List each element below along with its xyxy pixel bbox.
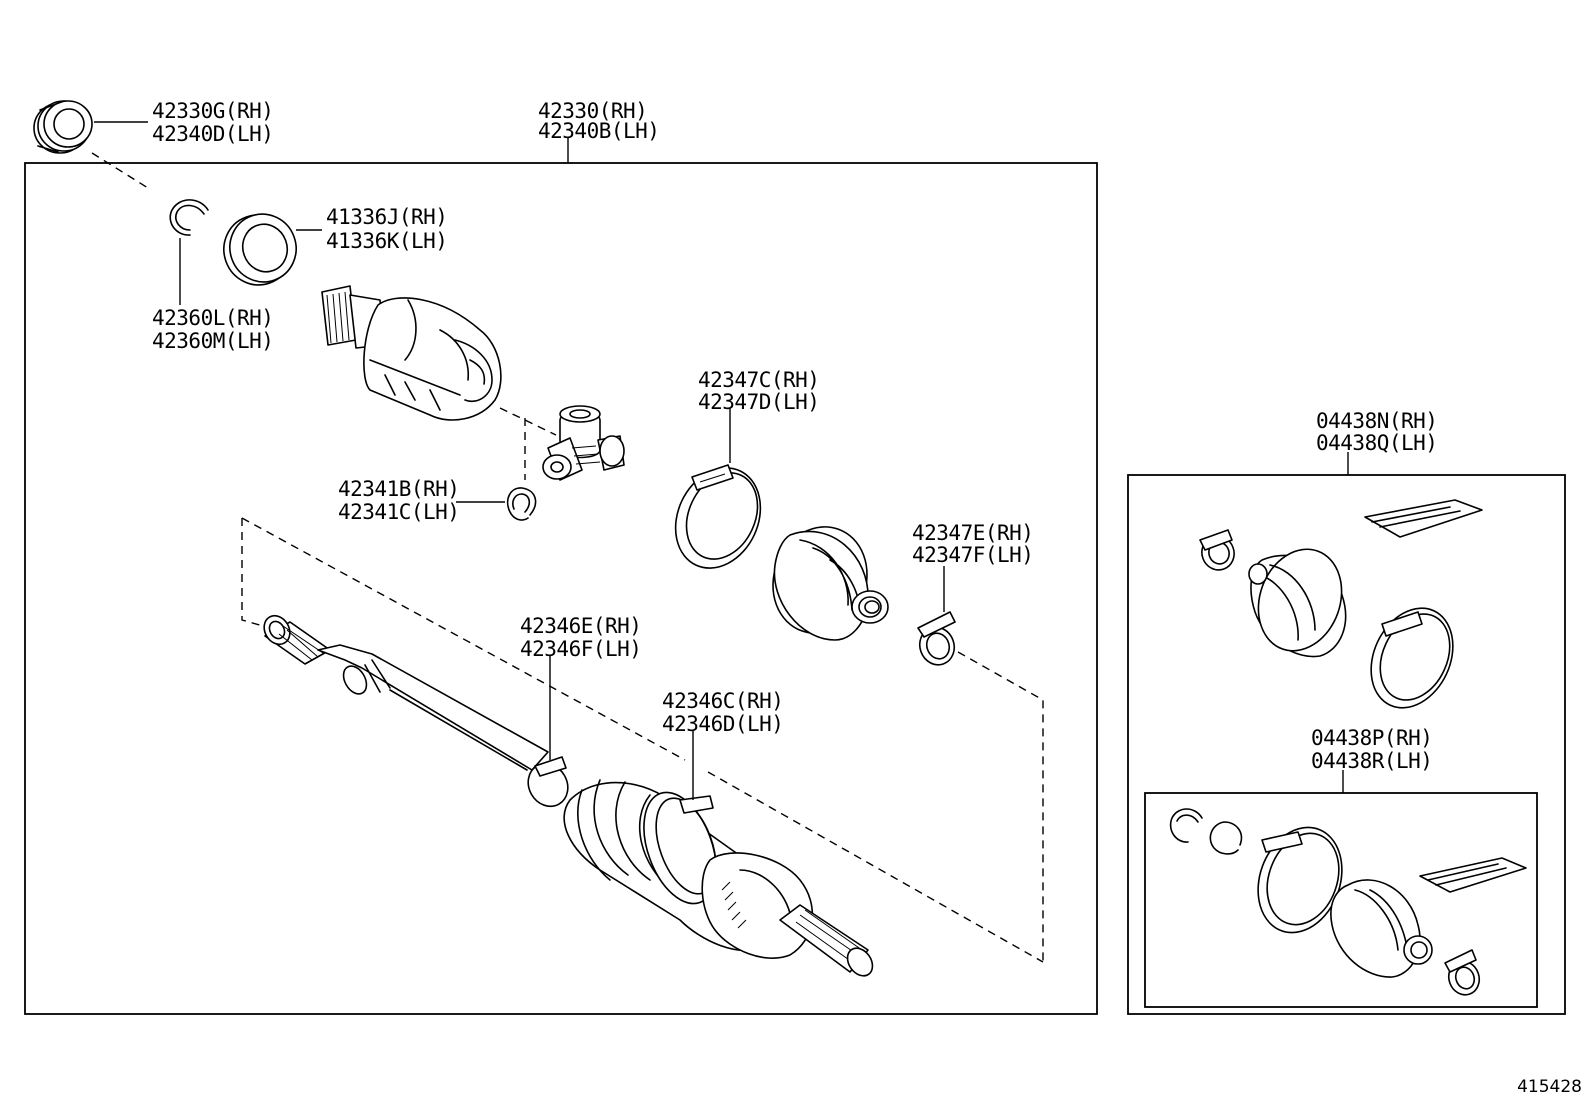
dust-cover-part bbox=[223, 213, 297, 286]
label-seal-outer: 42330G(RH) 42340D(LH) bbox=[152, 99, 274, 146]
label-boot-kit-outer-rh: 04438P(RH) bbox=[1311, 726, 1432, 750]
label-boot-clamp-small: 42347E(RH) 42347F(LH) bbox=[912, 521, 1034, 567]
label-snap-ring-mid-lh: 42341C(LH) bbox=[338, 500, 459, 524]
boot-kit-outer-frame bbox=[1144, 792, 1538, 1008]
label-boot-kit-inner: 04438N(RH) 04438Q(LH) bbox=[1316, 409, 1438, 455]
leader-lines bbox=[94, 121, 1349, 800]
inner-joint-housing-part bbox=[321, 285, 502, 421]
snap-ring-top-part bbox=[169, 199, 209, 236]
inner-boot-part bbox=[772, 526, 889, 641]
kit-outer-snap-ring-1 bbox=[1169, 808, 1203, 843]
label-boot-kit-inner-rh: 04438N(RH) bbox=[1316, 409, 1437, 433]
label-outer-clamp-small-rh: 42346E(RH) bbox=[520, 614, 641, 638]
label-shaft-assy-rh: 42330(RH) bbox=[538, 99, 647, 123]
label-outer-clamp-large: 42346C(RH) 42346D(LH) bbox=[662, 689, 784, 736]
label-snap-ring-top-rh: 42360L(RH) bbox=[152, 306, 273, 330]
label-dust-cover: 41336J(RH) 41336K(LH) bbox=[326, 205, 448, 253]
label-snap-ring-mid-rh: 42341B(RH) bbox=[338, 477, 459, 501]
label-boot-clamp-small-lh: 42347F(LH) bbox=[912, 543, 1033, 567]
label-boot-clamp-large: 42347C(RH) 42347D(LH) bbox=[698, 368, 820, 414]
label-snap-ring-mid: 42341B(RH) 42341C(LH) bbox=[338, 477, 460, 524]
label-dust-cover-lh: 41336K(LH) bbox=[326, 229, 447, 253]
label-boot-kit-outer: 04438P(RH) 04438R(LH) bbox=[1311, 726, 1433, 773]
label-shaft-assy: 42330(RH) 42340B(LH) bbox=[538, 99, 660, 143]
kit-inner-boot bbox=[1248, 548, 1347, 658]
outer-seal-part bbox=[33, 100, 93, 154]
label-outer-clamp-large-rh: 42346C(RH) bbox=[662, 689, 783, 713]
dashed-guides bbox=[91, 152, 1044, 963]
tripod-spider-part bbox=[542, 405, 625, 481]
drive-shaft-part bbox=[263, 614, 569, 808]
kit-outer-clamp-large bbox=[1257, 826, 1343, 934]
label-shaft-assy-lh: 42340B(LH) bbox=[538, 119, 659, 143]
outer-boot-cv-joint-part bbox=[563, 779, 874, 977]
kit-outer-boot bbox=[1330, 879, 1433, 978]
label-seal-outer-lh: 42340D(LH) bbox=[152, 122, 273, 146]
kit-outer-clamp-small bbox=[1444, 949, 1481, 996]
label-boot-kit-outer-lh: 04438R(LH) bbox=[1311, 749, 1432, 773]
label-snap-ring-top-lh: 42360M(LH) bbox=[152, 329, 273, 353]
label-boot-kit-inner-lh: 04438Q(LH) bbox=[1316, 431, 1437, 455]
label-boot-clamp-large-rh: 42347C(RH) bbox=[698, 368, 819, 392]
boot-kit-inner-frame bbox=[1127, 474, 1566, 1015]
kit-inner-clamp-small bbox=[1199, 529, 1235, 571]
main-assembly-frame bbox=[24, 162, 1098, 1015]
label-snap-ring-top: 42360L(RH) 42360M(LH) bbox=[152, 306, 274, 353]
label-outer-clamp-small-lh: 42346F(LH) bbox=[520, 637, 641, 661]
label-boot-clamp-large-lh: 42347D(LH) bbox=[698, 390, 819, 414]
label-outer-clamp-large-lh: 42346D(LH) bbox=[662, 712, 783, 736]
label-outer-clamp-small: 42346E(RH) 42346F(LH) bbox=[520, 614, 642, 661]
snap-ring-mid-part bbox=[506, 487, 537, 521]
label-dust-cover-rh: 41336J(RH) bbox=[326, 205, 447, 229]
label-seal-outer-rh: 42330G(RH) bbox=[152, 99, 273, 123]
kit-inner-grease-packet bbox=[1364, 499, 1483, 538]
kit-outer-grease-packet bbox=[1419, 857, 1527, 893]
reference-number: 415428 bbox=[1517, 1077, 1582, 1097]
small-boot-clamp-part bbox=[917, 611, 956, 666]
label-boot-clamp-small-rh: 42347E(RH) bbox=[912, 521, 1033, 545]
large-boot-clamp-part bbox=[674, 464, 762, 569]
kit-inner-clamp-large bbox=[1370, 607, 1454, 709]
kit-outer-snap-ring-2 bbox=[1209, 821, 1243, 855]
